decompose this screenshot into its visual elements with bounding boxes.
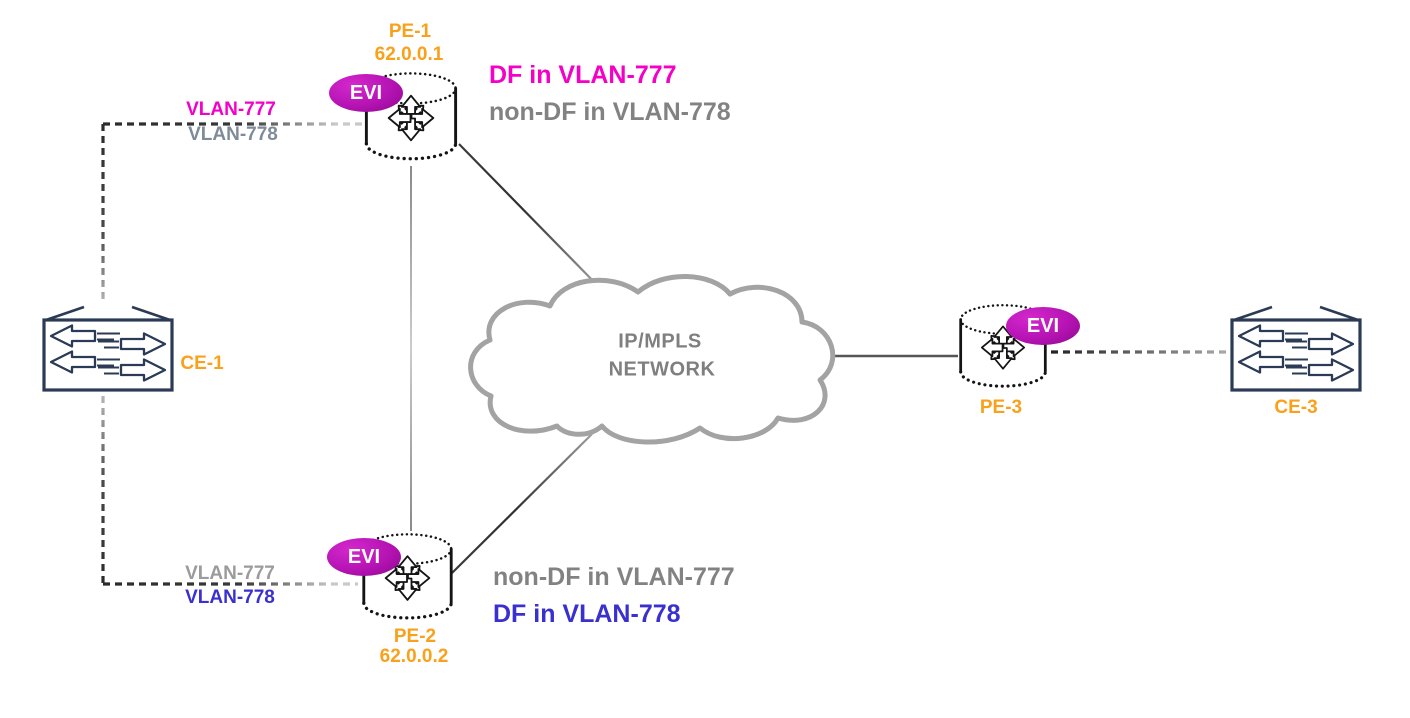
link-pe1-cloud <box>458 143 601 289</box>
pe1-ip: 62.0.0.1 <box>374 44 444 66</box>
ce1-pe2-vlan777-label: VLAN-777 <box>185 563 275 585</box>
pe2-evi-label: EVI <box>347 545 381 568</box>
ce1-name: CE-1 <box>180 353 224 375</box>
pe2-nondf-annotation: non-DF in VLAN-777 <box>493 563 735 591</box>
pe2-name: PE-2 <box>393 626 437 648</box>
pe1-df-annotation: DF in VLAN-777 <box>489 61 677 89</box>
cloud-label-line2: NETWORK <box>608 358 716 381</box>
ce1-pe2-vlan778-label: VLAN-778 <box>185 587 275 609</box>
ce3-switch-icon <box>1230 305 1362 392</box>
pe1-evi-badge: EVI <box>329 74 403 112</box>
pe2-evi-badge: EVI <box>327 538 401 576</box>
pe1-nondf-annotation: non-DF in VLAN-778 <box>489 98 731 126</box>
cloud-label-line1: IP/MPLS <box>618 330 702 353</box>
pe1-name: PE-1 <box>388 21 432 43</box>
pe3-evi-label: EVI <box>1026 314 1060 337</box>
link-pe2-cloud <box>451 433 593 574</box>
pe1-evi-label: EVI <box>349 81 383 104</box>
ce1-pe1-vlan777-label: VLAN-777 <box>186 99 276 121</box>
ip-mpls-cloud <box>468 274 836 445</box>
pe3-name: PE-3 <box>979 397 1023 419</box>
ce3-name: CE-3 <box>1274 397 1318 419</box>
pe3-evi-badge: EVI <box>1006 307 1080 345</box>
ce1-pe1-vlan778-label: VLAN-778 <box>188 124 278 146</box>
pe2-ip: 62.0.0.2 <box>379 646 449 668</box>
ce1-switch-icon <box>42 305 174 392</box>
pe2-df-annotation: DF in VLAN-778 <box>493 600 681 628</box>
cloud-shape <box>468 274 836 445</box>
